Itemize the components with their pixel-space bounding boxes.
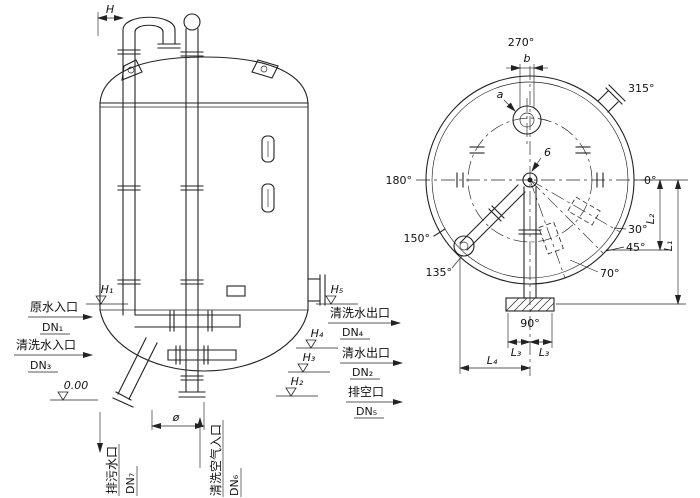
tank-outline — [99, 56, 309, 372]
nozzle-dn: DN₅ — [356, 405, 377, 418]
lifting-lug-icon — [251, 59, 279, 79]
hidden-nozzles — [529, 179, 621, 279]
label-wash-water-inlet: 清洗水入口 DN₃ — [14, 338, 93, 373]
dim-label-diameter: ø — [172, 411, 180, 424]
lower-manifold-piping — [134, 310, 241, 365]
label-clean-water-outlet: 清水出口 DN₂ — [340, 346, 403, 380]
dim-label-h4: H₄ — [311, 327, 324, 340]
angle-label-30: 30° — [628, 223, 648, 236]
backwash-arm-pipe — [453, 184, 526, 257]
plan-view: b a — [386, 36, 688, 376]
dim-label-a: a — [497, 88, 504, 101]
dim-center-offset: 6 — [531, 146, 551, 172]
tick-150 — [433, 228, 446, 237]
dim-label-h3: H₃ — [303, 351, 316, 364]
elevation-marker-h2: H₂ — [276, 375, 318, 397]
label-blowdown-outlet: 排污水口 DN₇ — [97, 412, 138, 496]
nozzle-dn: DN₃ — [30, 359, 51, 372]
datum-triangle-icon — [285, 387, 297, 397]
shell-nozzles — [226, 135, 326, 306]
bottom-dome — [99, 309, 309, 372]
angle-label-135: 135° — [426, 266, 453, 279]
dim-L1: L₁ — [556, 179, 686, 305]
dim-diameter: ø — [151, 402, 205, 430]
nozzle-label: 清洗水入口 — [16, 338, 76, 352]
front-elevation-view: H H₁ H₅ H₄ H₃ H₂ — [14, 3, 403, 497]
elevation-marker-h4: H₄ — [296, 327, 338, 349]
dim-label-6: 6 — [544, 146, 551, 159]
riser-pipe-center — [178, 13, 206, 398]
dim-L4: L₄ — [459, 258, 531, 374]
angle-label-0: 0° — [644, 174, 657, 187]
dim-label-h2: H₂ — [291, 375, 304, 388]
nozzle-label: 排污水口 — [105, 446, 119, 494]
dim-H: H — [97, 3, 124, 36]
nozzle-dn: DN₄ — [342, 326, 364, 339]
nozzle-label: 清水出口 — [342, 346, 390, 360]
angle-label-150: 150° — [404, 232, 431, 245]
elevation-marker-h5: H₅ — [316, 283, 358, 305]
anchor-bolt-ticks — [433, 146, 604, 237]
label-drain-port: 排空口 DN₅ — [346, 385, 403, 419]
dim-label-h1: H₁ — [101, 283, 114, 296]
datum-triangle-icon — [297, 363, 309, 373]
bottom-outlet-pipe — [505, 186, 555, 312]
elevation-marker-h1: H₁ — [86, 283, 128, 305]
dim-label-l2: L₂ — [644, 213, 657, 224]
datum-triangle-icon — [325, 295, 337, 305]
dim-label-l3-right: L₃ — [539, 346, 550, 359]
nozzle-label: 原水入口 — [30, 300, 78, 314]
elevation-marker-datum: 0.00 — [50, 379, 98, 401]
top-dome — [99, 56, 309, 104]
dim-label-l1: L₁ — [662, 241, 675, 252]
riser-pipe-left — [117, 49, 141, 316]
label-raw-water-inlet: 原水入口 DN₁ — [28, 300, 93, 335]
datum-triangle-icon — [305, 339, 317, 349]
angle-label-180: 180° — [386, 174, 413, 187]
elevation-marker-h3: H₃ — [288, 351, 330, 373]
nameplate — [226, 285, 246, 297]
dim-L2: L₂ — [606, 179, 688, 251]
dim-L3-pair: L₃ L₃ — [507, 313, 553, 359]
nozzle-label: 清洗空气入口 — [208, 424, 223, 496]
datum-triangle-icon — [95, 295, 107, 305]
angle-label-45: 45° — [626, 241, 646, 254]
angle-label-70: 70° — [600, 267, 620, 280]
angle-label-270: 270° — [508, 36, 535, 49]
nozzle-dn: DN₁ — [42, 321, 63, 334]
dim-a: a — [497, 88, 516, 112]
datum-triangle-icon — [57, 391, 69, 401]
label-wash-water-outlet: 清洗水出口 DN₄ — [328, 306, 401, 340]
sight-glass-icon — [261, 135, 275, 163]
dim-label-h5: H₅ — [331, 283, 344, 296]
nozzle-label: 排空口 — [348, 385, 384, 399]
nozzle-315-flange — [597, 84, 626, 113]
label-wash-air-inlet: 清洗空气入口 DN₆ — [197, 417, 242, 497]
nozzle-dn: DN₂ — [352, 366, 373, 379]
nozzle-dn: DN₆ — [228, 474, 241, 496]
vent-cap-icon — [183, 13, 201, 31]
angle-label-315: 315° — [628, 82, 655, 95]
sight-glass-icon — [261, 183, 275, 213]
top-nozzle-270 — [512, 98, 542, 144]
dim-b: b — [506, 52, 548, 108]
nozzle-label: 清洗水出口 — [330, 306, 390, 320]
dim-label-l3-left: L₃ — [511, 346, 522, 359]
nozzle-dn: DN₇ — [124, 473, 137, 494]
dim-label-h: H — [106, 3, 114, 16]
dim-label-l4: L₄ — [487, 354, 498, 367]
gooseneck-vent-pipe — [122, 16, 181, 51]
angle-label-90: 90° — [520, 317, 540, 330]
drain-leg-pipe — [112, 337, 158, 408]
datum-label: 0.00 — [64, 379, 89, 392]
dim-label-b: b — [524, 52, 531, 65]
